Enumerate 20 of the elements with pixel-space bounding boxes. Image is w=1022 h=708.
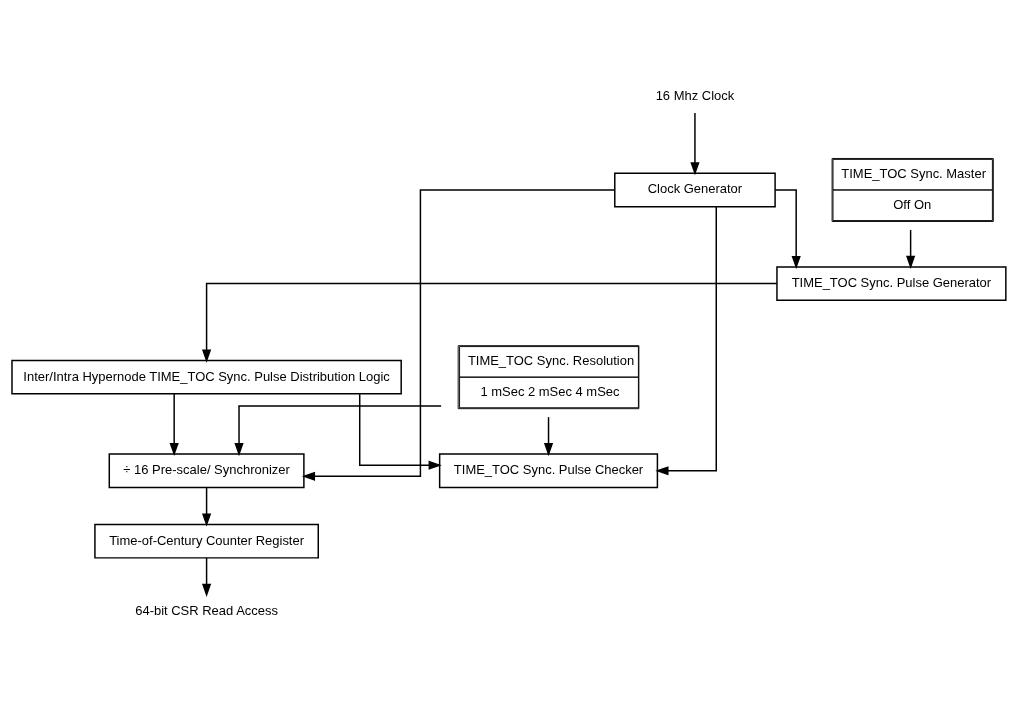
- arrow: [690, 112, 700, 176]
- arrow: [655, 205, 717, 476]
- arrow: [543, 416, 554, 457]
- node-text: 16 Mhz Clock: [655, 87, 735, 103]
- arrow: [301, 189, 616, 481]
- node-box: TIME_TOC Sync. Pulse Generator: [776, 266, 1007, 301]
- node-box: Inter/Intra Hypernode TIME_TOC Sync. Pulse Distribution Logic: [11, 359, 402, 395]
- arrow: [359, 393, 442, 470]
- node-box: Time-of-Century Counter Register: [94, 523, 319, 559]
- arrow: [774, 189, 801, 270]
- node-box: ÷ 16 Pre-scale/ Synchronizer: [108, 453, 305, 489]
- arrow: [201, 557, 212, 598]
- arrow: [201, 282, 778, 363]
- arrow: [234, 405, 442, 457]
- arrow: [906, 229, 916, 269]
- arrow: [201, 486, 212, 527]
- node-box: TIME_TOC Sync. Pulse Checker: [438, 453, 659, 489]
- node-box: Clock Generator: [614, 172, 776, 208]
- node-text: 64-bit CSR Read Access: [135, 603, 278, 619]
- arrow: [169, 393, 179, 457]
